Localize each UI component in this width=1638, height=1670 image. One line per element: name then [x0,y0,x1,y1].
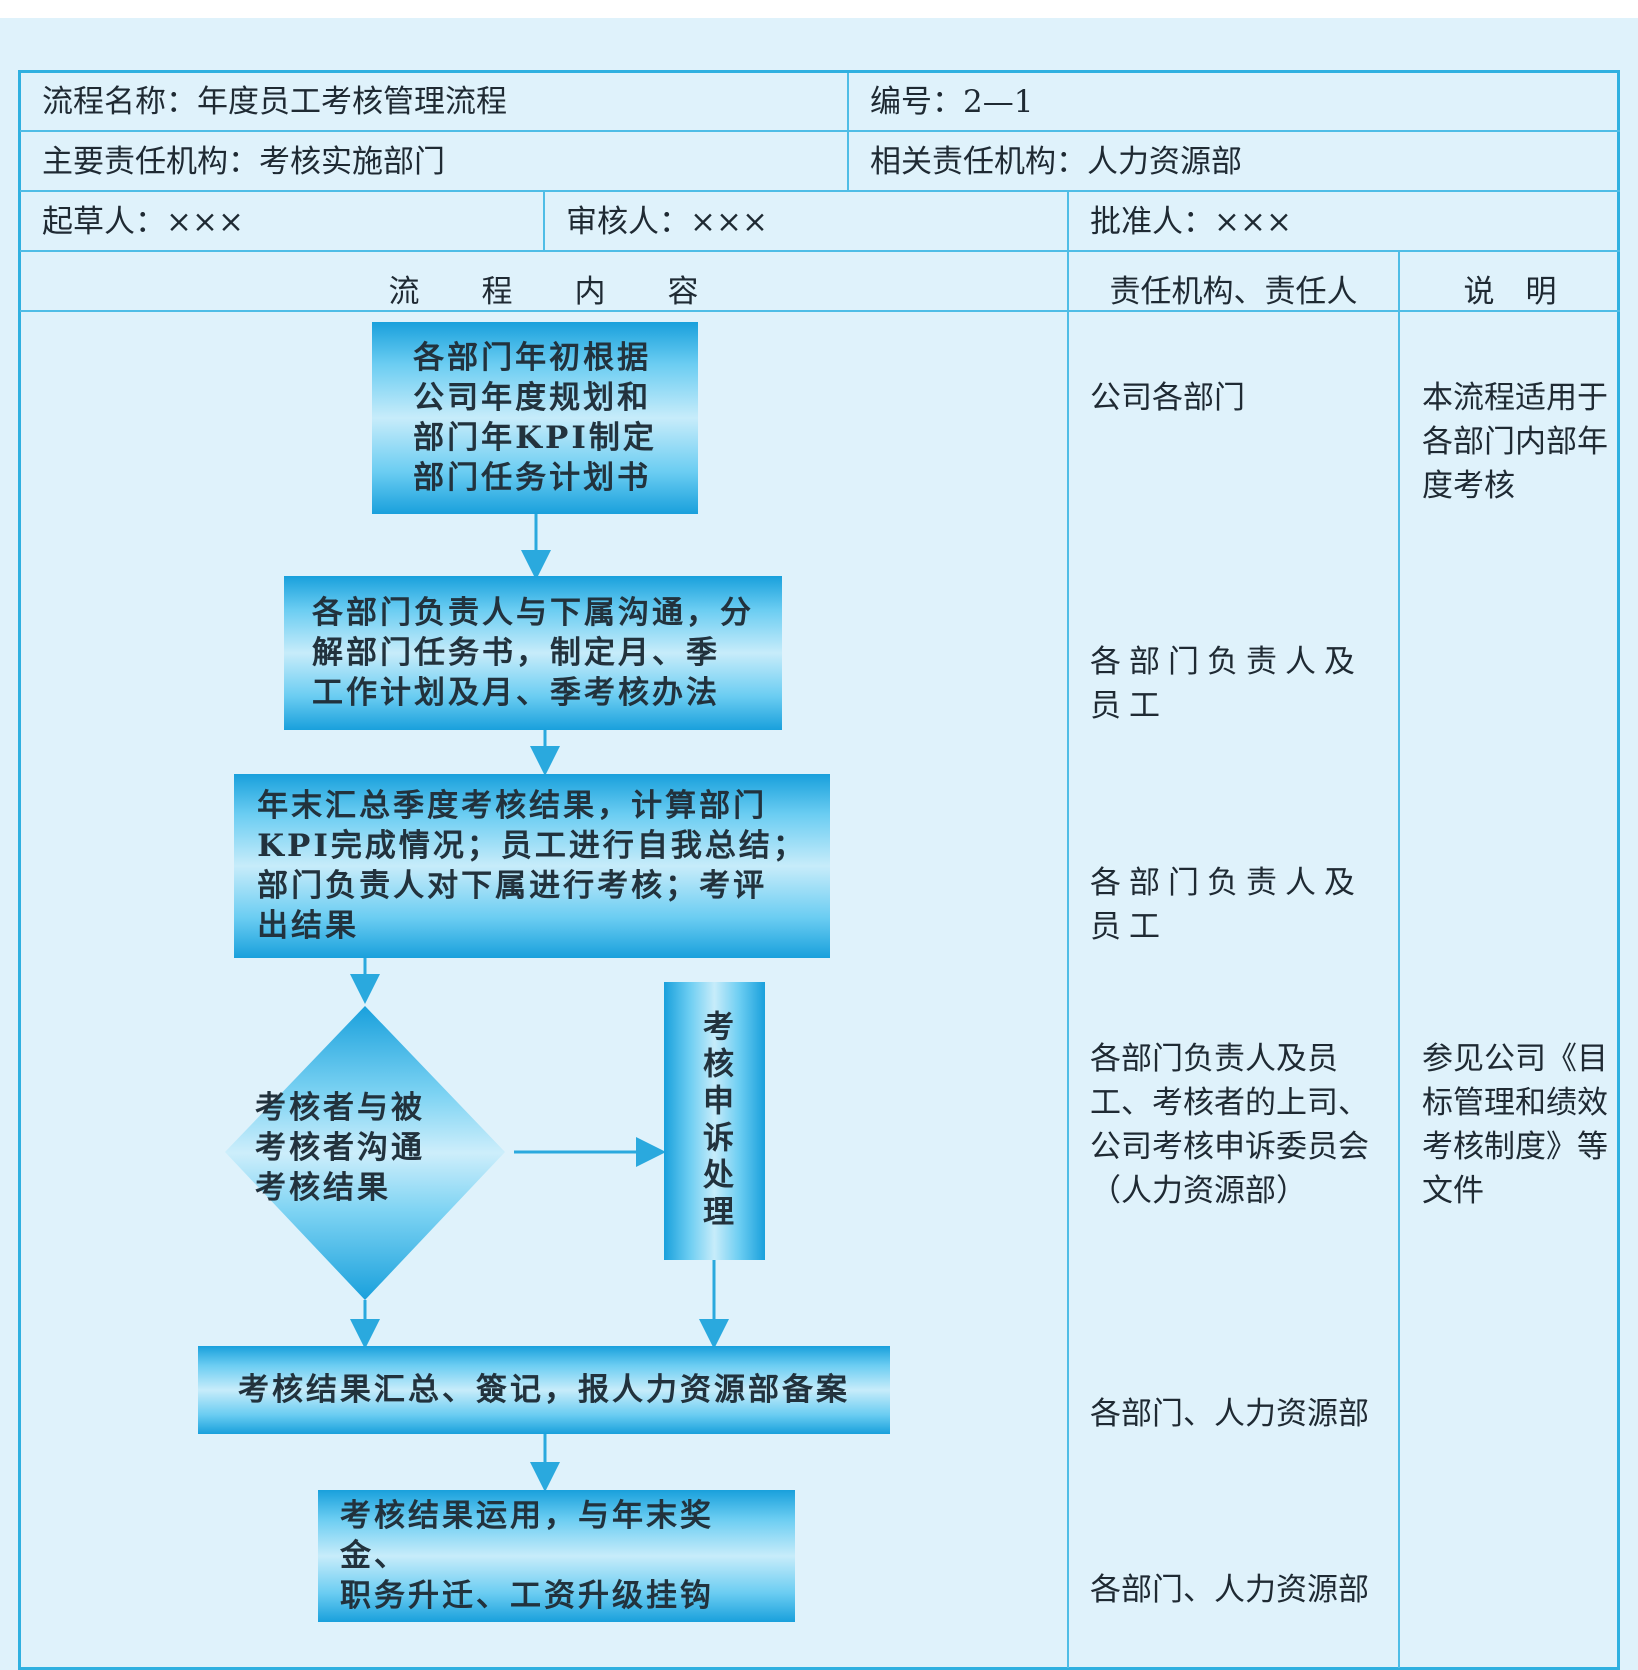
column-header-content: 流 程 内 容 [388,274,699,310]
main-responsible-org: 主要责任机构：考核实施部门 [42,144,445,180]
related-responsible-org: 相关责任机构：人力资源部 [870,144,1242,180]
appeal-box: 考核申诉处理 [664,982,765,1260]
step-application-box: 考核结果运用，与年末奖金、 职务升迁、工资升级挂钩 [318,1490,795,1622]
drafter: 起草人：××× [42,204,244,240]
responsible-step2: 各部门负责人及员工 [1090,644,1363,724]
row-divider [20,130,1620,132]
responsible-step6: 各部门、人力资源部 [1090,1572,1369,1608]
process-name: 流程名称：年度员工考核管理流程 [42,84,507,120]
col-divider [1398,250,1400,1668]
responsible-step4: 各部门负责人及员工、考核者的上司、公司考核申诉委员会（人力资源部） [1090,1041,1369,1209]
step-archive-box: 考核结果汇总、簽记，报人力资源部备案 [198,1346,890,1434]
col-divider [847,73,849,191]
row-divider [20,310,1620,312]
responsible-step3: 各部门负责人及员工 [1090,865,1363,945]
row-divider [20,250,1620,252]
decision-diamond [225,1006,505,1300]
responsible-step5: 各部门、人力资源部 [1090,1396,1369,1432]
reviewer: 审核人：××× [566,204,768,240]
col-divider [543,190,545,251]
approver: 批准人：××× [1090,204,1292,240]
table-frame [18,70,1620,1670]
col-divider [1067,190,1069,1668]
explanation-scope: 本流程适用于各部门内部年度考核 [1422,380,1608,504]
process-number: 编号：2—1 [870,84,1034,120]
row-divider [20,190,1620,192]
step-communication-box: 各部门负责人与下属沟通，分 解部门任务书，制定月、季 工作计划及月、季考核办法 [284,576,782,730]
flow-connectors [225,514,729,1492]
responsible-step1: 公司各部门 [1090,380,1245,416]
column-header-responsible: 责任机构、责任人 [1109,274,1358,310]
explanation-reference: 参见公司《目标管理和绩效考核制度》等文件 [1422,1041,1608,1209]
column-header-explanation: 说 明 [1463,274,1557,310]
decision-label: 考核者与被 考核者沟通 考核结果 [255,1090,425,1206]
step-plan-box: 各部门年初根据 公司年度规划和 部门年KPI制定 部门任务计划书 [372,322,698,514]
step-evaluation-box: 年末汇总季度考核结果，计算部门 KPI完成情况；员工进行自我总结； 部门负责人对… [234,774,830,958]
process-sheet: 流程名称：年度员工考核管理流程 编号：2—1 主要责任机构：考核实施部门 相关责… [0,18,1638,1670]
